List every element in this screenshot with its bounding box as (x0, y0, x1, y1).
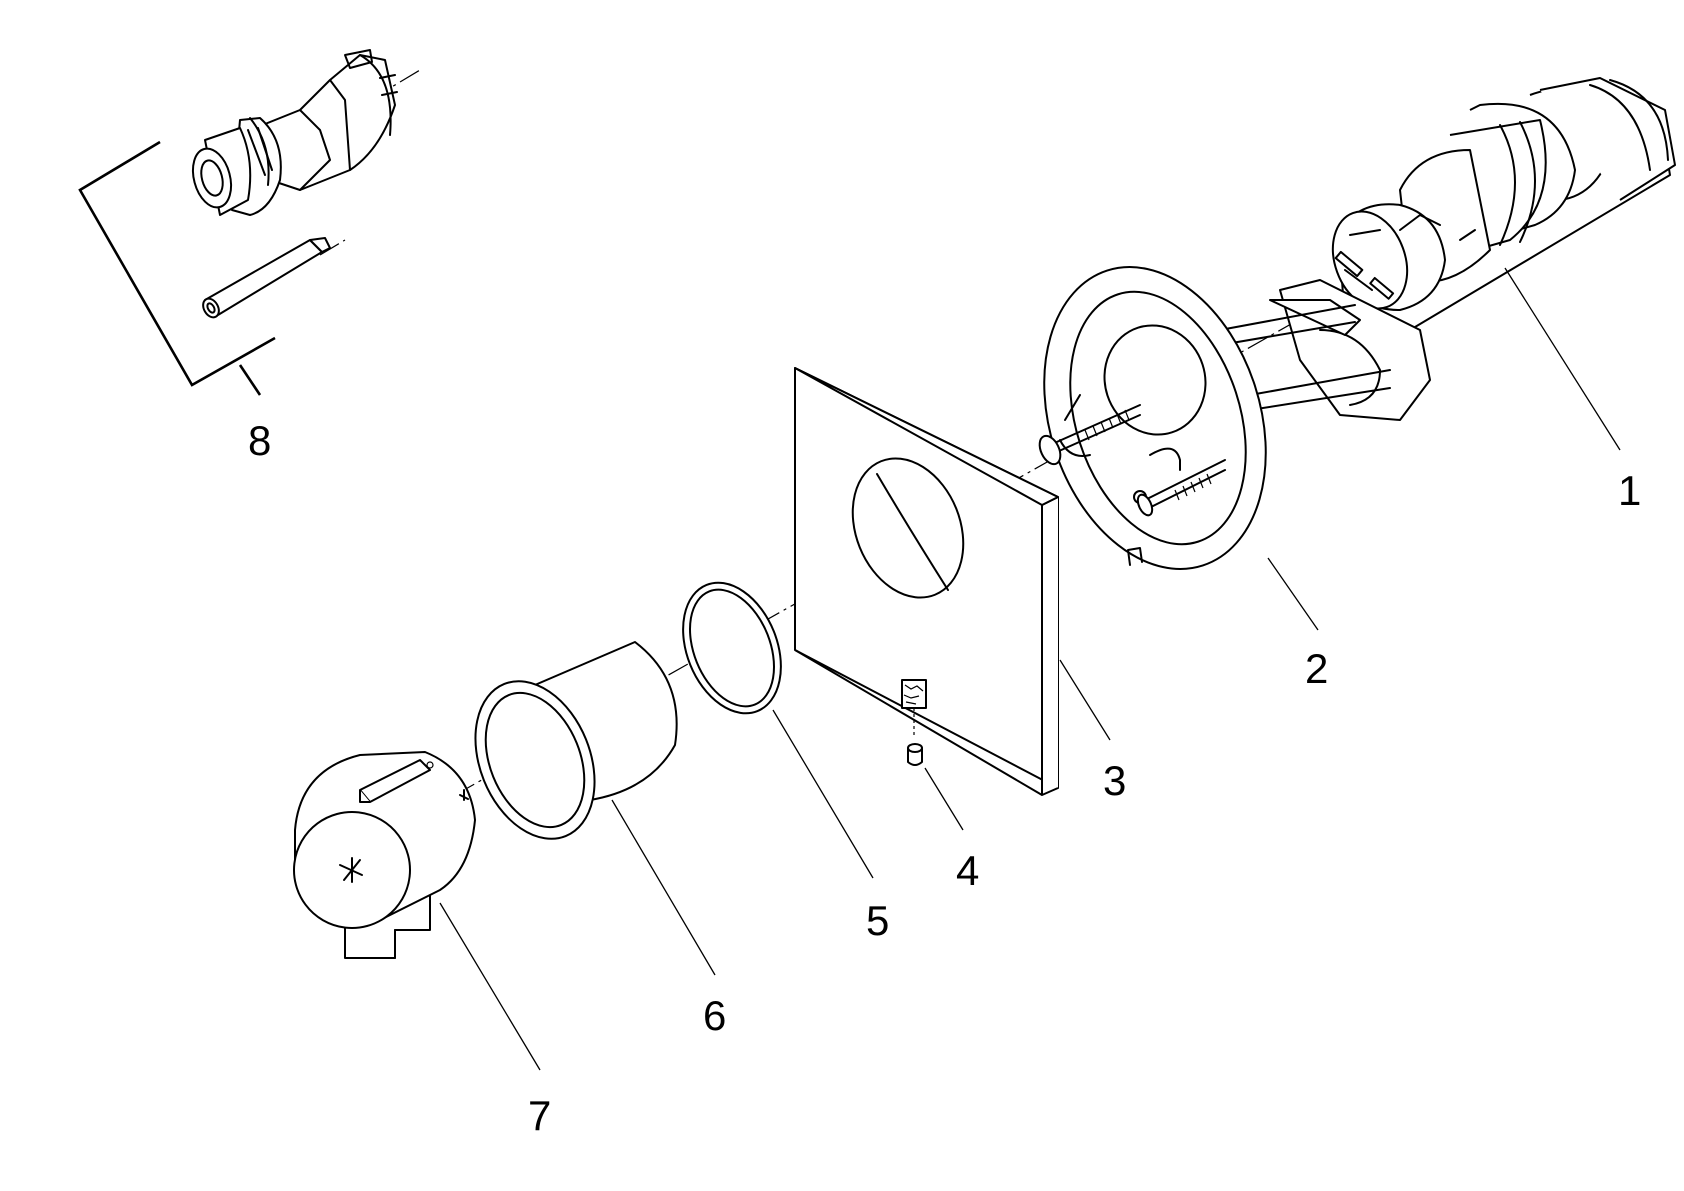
part-4-set-screw (907, 743, 923, 766)
leader-line-3 (1059, 659, 1111, 741)
part-1-cartridge (1331, 77, 1676, 331)
part-7-handle (293, 751, 476, 959)
part-2-washer (1038, 434, 1062, 466)
part-6-sleeve (474, 641, 678, 840)
callout-3: 3 (1103, 757, 1126, 804)
callout-2: 2 (1305, 645, 1328, 692)
callout-4: 4 (956, 847, 979, 894)
leader-line-4 (924, 767, 964, 831)
callout-1: 1 (1618, 467, 1641, 514)
part-8-rod (202, 237, 331, 319)
part-8-bracket (78, 140, 276, 387)
leader-line-5 (772, 709, 874, 879)
spare-part-axis-rod (319, 239, 346, 256)
part-5-o-ring (682, 581, 782, 715)
part-8-adapter (191, 49, 398, 216)
leader-line-2 (1267, 557, 1319, 631)
leader-line-1 (1504, 267, 1621, 451)
part-2-screw-lower (1136, 459, 1226, 517)
callout-6: 6 (703, 992, 726, 1039)
part-3-cover-plate (794, 367, 1059, 796)
leader-line-7 (439, 902, 541, 1071)
callout-5: 5 (866, 897, 889, 944)
part-8-spare-parts (78, 49, 398, 396)
callout-7: 7 (528, 1092, 551, 1139)
leader-line-6 (611, 799, 716, 976)
part-2-mounting-ring (1038, 266, 1431, 570)
callout-8: 8 (248, 417, 271, 464)
